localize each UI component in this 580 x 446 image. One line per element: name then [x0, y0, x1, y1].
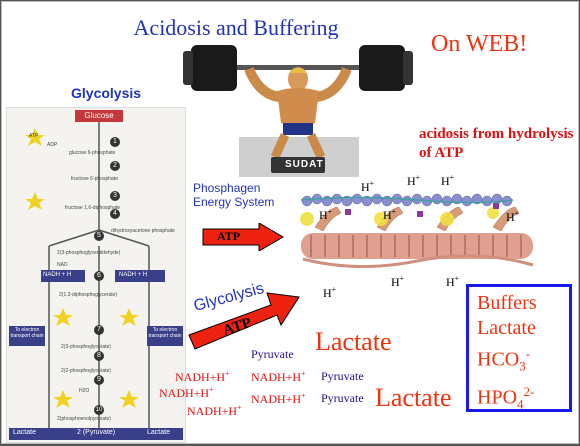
- h-plus-label: H+: [441, 173, 455, 188]
- pathway-nadh-right: NADH + H: [119, 272, 148, 278]
- h-plus-label: H+: [383, 207, 397, 222]
- nadh-label: NADH+H+: [251, 369, 306, 384]
- pathway-glucose: Glucose: [84, 111, 114, 120]
- pathway-nad-label: NAD: [57, 262, 68, 268]
- pathway-adp-label: ADP: [47, 142, 58, 148]
- pathway-compound: 2(3-phosphoglycerate): [61, 344, 112, 350]
- pathway-compound: fructose 1,6-diphosphate: [65, 205, 121, 211]
- buffers-phosphate: HPO42-: [477, 383, 535, 412]
- pathway-step-3: 3: [113, 192, 117, 199]
- pathway-step-4: 4: [113, 210, 117, 217]
- slide-title: Acidosis and Buffering: [133, 15, 339, 40]
- pathway-compound: dihydroxyacetone phosphate: [111, 228, 175, 234]
- buffers-title: Buffers: [477, 292, 537, 314]
- nadh-label: NADH+H+: [175, 369, 230, 384]
- buffers-box: Buffers Lactate HCO3- HPO42-: [466, 284, 572, 412]
- pyruvate-label: Pyruvate: [251, 347, 294, 361]
- pathway-step-10: 10: [95, 407, 103, 413]
- pathway-step-1: 1: [113, 138, 117, 145]
- pathway-nadh-left: NADH + H: [43, 272, 72, 278]
- atp-label-top: ATP: [217, 229, 241, 243]
- pathway-step-8: 8: [97, 352, 101, 359]
- nadh-label: NADH+H+: [251, 391, 306, 406]
- buffers-bicarbonate: HCO3-: [477, 346, 531, 374]
- acidosis-note: acidosis from hydrolysis of ATP: [419, 126, 574, 161]
- pathway-atp-label: ATP: [29, 133, 39, 139]
- pyruvate-label: Pyruvate: [321, 369, 364, 383]
- atp-arrow-glycolysis: [188, 292, 300, 350]
- lactate-label-bottom: Lactate: [375, 383, 452, 412]
- pathway-bottom-pyruvate: 2 (Pyruvate): [77, 429, 116, 436]
- h-plus-label: H+: [506, 209, 520, 224]
- pathway-etc-right: To electron transport chain: [148, 327, 182, 339]
- pathway-step-5: 5: [97, 232, 101, 239]
- h-plus-label: H+: [319, 207, 333, 222]
- phosphagen-label: Phosphagen Energy System: [193, 181, 275, 209]
- weightlifter-image: [179, 39, 417, 177]
- pathway-compound: 2(phosphoenolpyruvate): [57, 416, 111, 422]
- h-plus-label: H+: [361, 179, 375, 194]
- on-web-note: On WEB!: [431, 31, 528, 57]
- weightlifter-badge: SUDAT: [285, 159, 324, 170]
- pathway-compound: 2(2-phosphoglycerate): [61, 368, 112, 374]
- pathway-step-7: 7: [97, 326, 101, 333]
- muscle-filament-image: [300, 193, 534, 269]
- h-plus-label: H+: [323, 285, 337, 300]
- pathway-compound: 2(1,3-diphosphoglycerate): [59, 292, 118, 298]
- h-plus-label: H+: [391, 274, 405, 289]
- pathway-h2o-label: H2O: [79, 388, 90, 394]
- nadh-label: NADH+H+: [187, 403, 242, 418]
- pathway-step-6: 6: [97, 272, 101, 279]
- pathway-compound: glucose 6-phosphate: [69, 150, 116, 156]
- pathway-etc-left: To electron transport chain: [10, 327, 44, 339]
- lactate-label-top: Lactate: [315, 327, 392, 356]
- glycolysis-label: Glycolysis: [71, 85, 142, 101]
- pathway-step-9: 9: [97, 376, 101, 383]
- pathway-bottom-lactate-left: Lactate: [13, 429, 36, 436]
- pyruvate-label: Pyruvate: [321, 391, 364, 405]
- atp-arrow-phosphagen: [202, 223, 284, 251]
- h-plus-label: H+: [446, 274, 460, 289]
- pathway-bottom-lactate-right: Lactate: [147, 429, 170, 436]
- pathway-step-2: 2: [113, 162, 117, 169]
- nadh-label: NADH+H+: [159, 385, 214, 400]
- buffers-lactate: Lactate: [477, 317, 536, 339]
- pathway-compound: 2(3-phosphoglyceraldehyde): [57, 250, 121, 256]
- h-plus-label: H+: [407, 173, 421, 188]
- glycolysis-pathway-diagram: Glucose 1 2 3 4 5 6 7 8 9 10 glucose 6-p…: [6, 107, 186, 443]
- pathway-compound: fructose 6-phosphate: [71, 176, 118, 182]
